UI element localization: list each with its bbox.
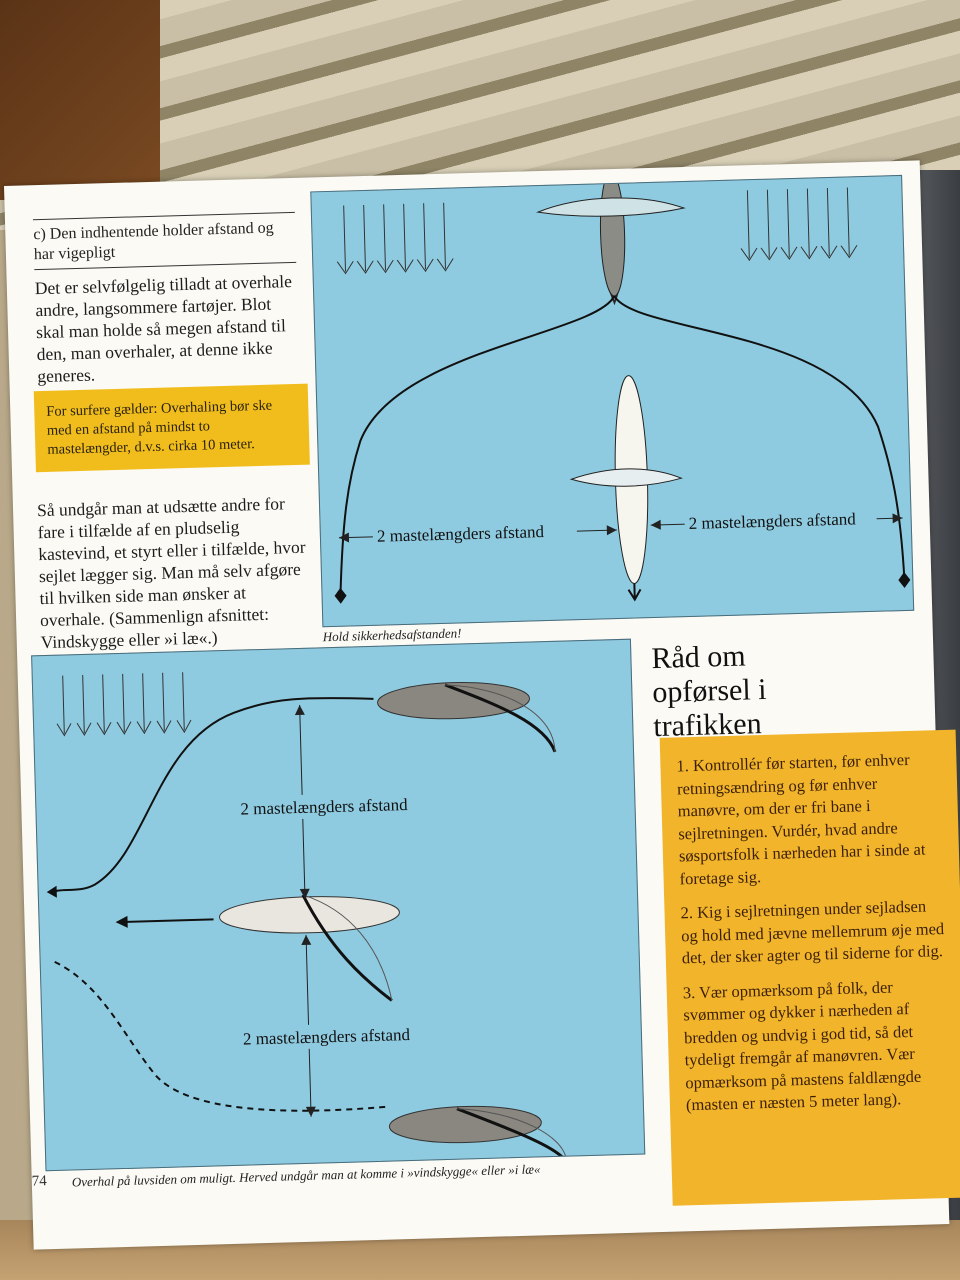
tip-item-3: 3. Vær opmærksom på folk, der svømmer og… bbox=[682, 977, 922, 1115]
top-distance-label-right: 2 mastelængders afstand bbox=[688, 509, 856, 533]
top-distance-label-left: 2 mastelængders afstand bbox=[377, 522, 545, 546]
bottom-diagram-svg: 2 mastelængders afstand 2 mastelængders … bbox=[46, 672, 568, 1163]
book-page: c) Den indhentende holder afstand og har… bbox=[4, 160, 960, 1250]
path-left bbox=[339, 295, 616, 594]
overtaking-sail bbox=[536, 197, 686, 217]
upper-path bbox=[52, 697, 374, 893]
top-diagram-svg: 2 mastelængders afstand 2 mastelængders … bbox=[334, 175, 911, 604]
background-table bbox=[0, 0, 160, 200]
tip-item-1: 1. Kontrollér før starten, før enhver re… bbox=[676, 749, 926, 888]
wind-arrows-left bbox=[336, 202, 454, 275]
page-number: 74 bbox=[31, 1173, 48, 1190]
overtaken-sail bbox=[569, 468, 683, 487]
top-diagram: 2 mastelængders afstand 2 mastelængders … bbox=[310, 174, 915, 628]
tips-box: 1. Kontrollér før starten, før enhver re… bbox=[659, 729, 960, 1206]
surfer-note-text: For surfere gælder: Overhaling bør ske m… bbox=[46, 397, 273, 458]
wind-arrows-right bbox=[740, 187, 858, 262]
bottom-distance-label-lower: 2 mastelængders afstand bbox=[243, 1025, 411, 1049]
middle-board bbox=[219, 896, 400, 934]
top-diagram-caption: Hold sikkerhedsafstanden! bbox=[322, 625, 462, 645]
surfer-note-box: For surfere gælder: Overhaling bør ske m… bbox=[33, 383, 310, 473]
wind-arrows-bottom bbox=[56, 672, 192, 737]
warning-paragraph: Så undgår man at udsætte andre for fare … bbox=[36, 493, 306, 653]
path-right bbox=[613, 295, 906, 579]
tip-item-2: 2. Kig i sejlretningen under sejladsen o… bbox=[680, 896, 945, 968]
intro-paragraph: Det er selvfølgelig tilladt at overhale … bbox=[34, 271, 293, 387]
bottom-distance-label-upper: 2 mastelængders afstand bbox=[240, 795, 408, 819]
lower-path-dashed bbox=[54, 960, 389, 1112]
section-subheading: c) Den indhentende holder afstand og har… bbox=[33, 219, 274, 264]
tips-heading: Råd om opførsel i trafikken bbox=[650, 639, 767, 744]
bottom-diagram: 2 mastelængders afstand 2 mastelængders … bbox=[31, 638, 646, 1172]
